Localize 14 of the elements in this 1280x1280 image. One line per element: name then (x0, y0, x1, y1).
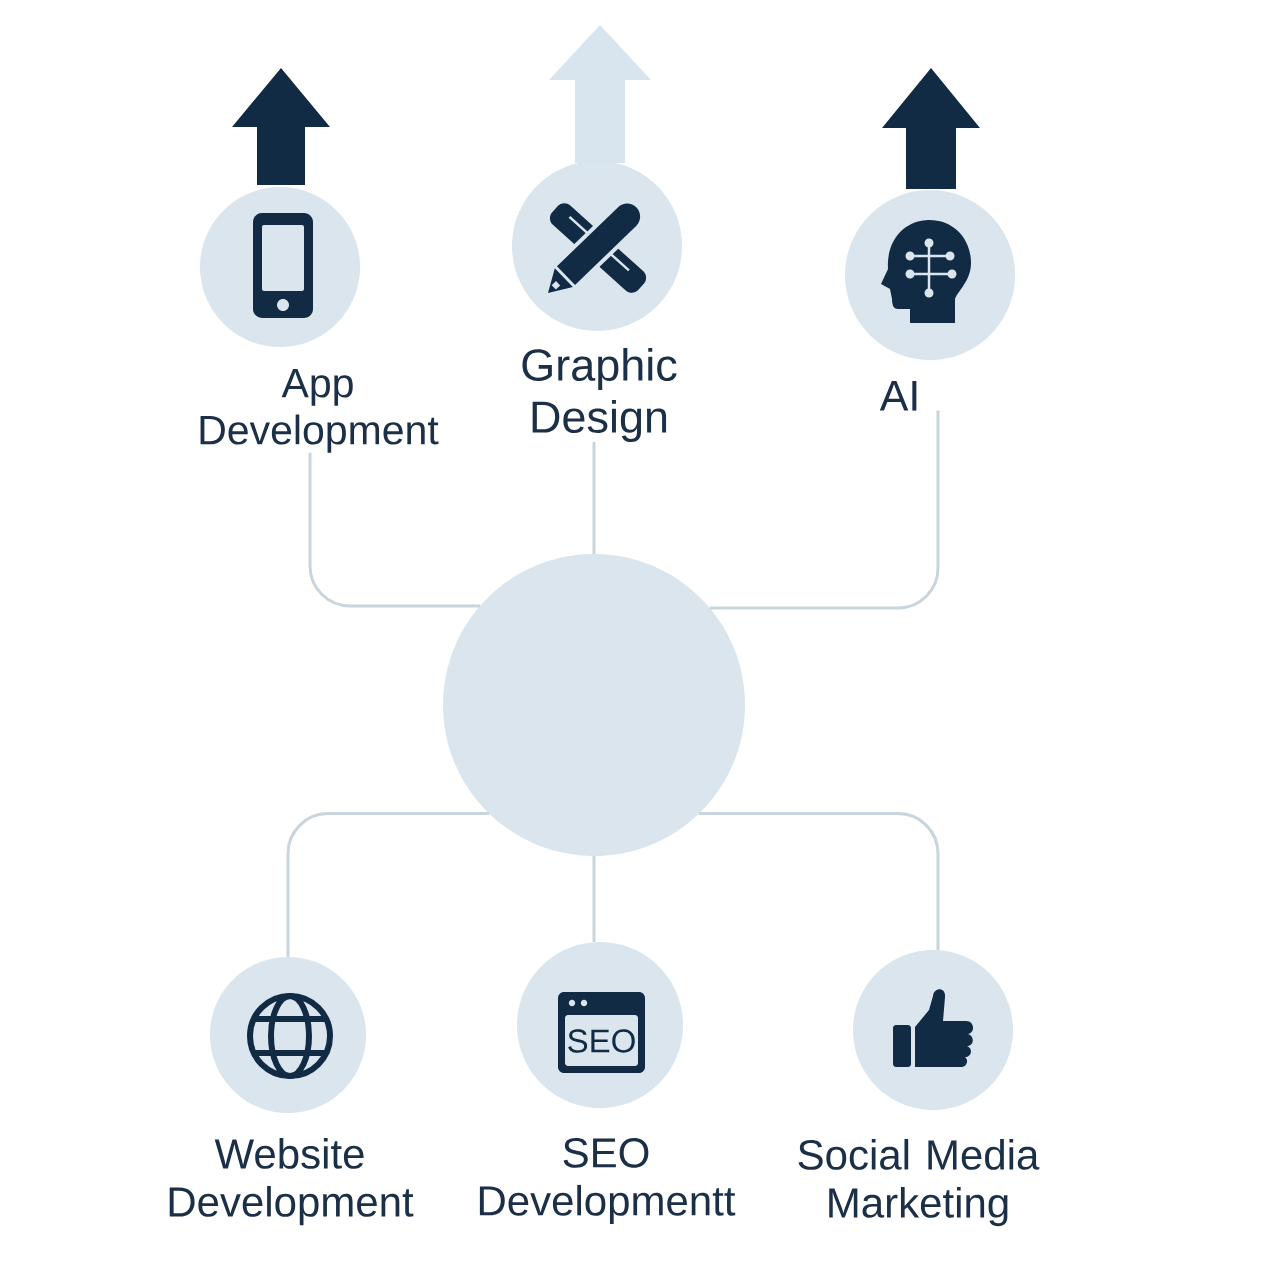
connector-line (698, 812, 940, 950)
connector-line (592, 441, 596, 554)
service-label: SEO Developmentt (479, 1138, 736, 1225)
hub-circle (443, 554, 745, 856)
service-label: Website Development (169, 1138, 414, 1226)
service-label: AI (879, 381, 917, 411)
connector-line (286, 812, 490, 957)
service-label: Graphic Design (522, 348, 677, 442)
service-label: App Development (200, 369, 439, 453)
icon-label: SEO (568, 1029, 635, 1053)
connector-line (592, 856, 596, 942)
connector-line (308, 452, 481, 608)
connector-line (709, 410, 940, 610)
service-label: Social Media Marketing (798, 1139, 1040, 1227)
